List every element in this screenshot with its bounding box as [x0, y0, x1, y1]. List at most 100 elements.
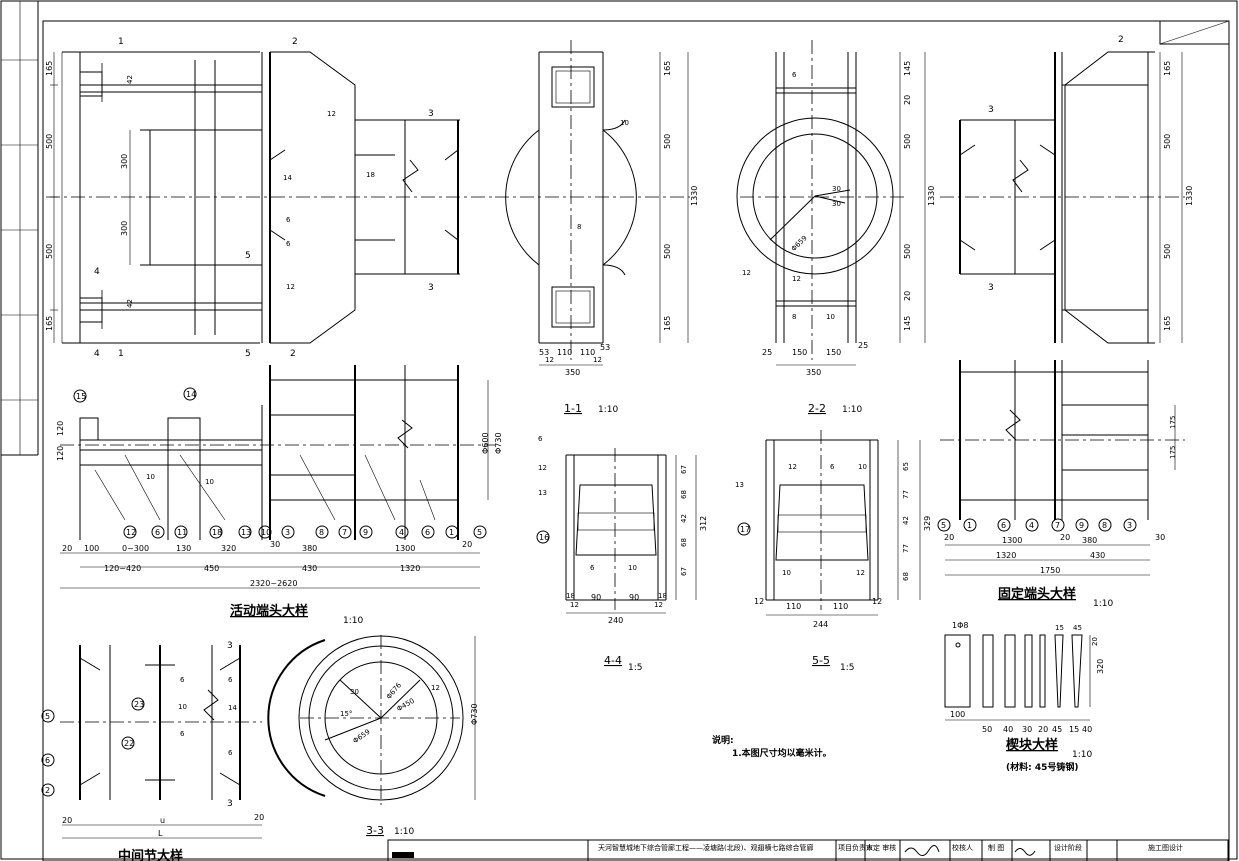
svg-text:18: 18: [658, 592, 667, 600]
svg-text:165: 165: [1163, 61, 1172, 76]
svg-text:3: 3: [988, 105, 994, 115]
svg-text:3: 3: [227, 799, 233, 809]
svg-text:12: 12: [570, 601, 579, 609]
svg-text:10: 10: [620, 119, 629, 127]
svg-text:6: 6: [228, 749, 233, 757]
svg-text:380: 380: [302, 544, 317, 553]
svg-text:45: 45: [1052, 725, 1062, 734]
svg-text:2: 2: [290, 349, 296, 359]
svg-text:22: 22: [124, 739, 134, 748]
svg-text:9: 9: [1079, 521, 1084, 530]
project-name: 天河智慧城地下综合管廊工程——凌塘路(北段)、观翅横七路综合管廊: [598, 843, 813, 852]
svg-text:20: 20: [1091, 637, 1099, 646]
svg-text:120~420: 120~420: [104, 564, 141, 573]
svg-text:130: 130: [176, 544, 191, 553]
title-stage-label: 设计阶段: [1054, 843, 1082, 852]
svg-text:500: 500: [45, 134, 54, 149]
svg-text:10: 10: [628, 564, 637, 572]
svg-text:77: 77: [902, 490, 910, 499]
svg-text:12: 12: [538, 464, 547, 472]
svg-text:12: 12: [327, 110, 336, 118]
svg-text:500: 500: [903, 134, 912, 149]
title-stage: 施工图设计: [1148, 843, 1183, 852]
svg-text:110: 110: [580, 348, 595, 357]
svg-text:53: 53: [600, 343, 610, 352]
title-review: 审定 审核: [866, 843, 896, 852]
svg-text:Φ600: Φ600: [481, 432, 490, 454]
svg-text:2: 2: [292, 37, 298, 47]
title-drawn: 制 图: [988, 843, 1004, 852]
svg-text:12: 12: [286, 283, 295, 291]
svg-text:90: 90: [591, 593, 601, 602]
svg-text:25: 25: [762, 348, 772, 357]
svg-text:77: 77: [902, 544, 910, 553]
svg-text:20: 20: [62, 816, 72, 825]
svg-text:10: 10: [205, 478, 214, 486]
svg-text:6: 6: [180, 730, 185, 738]
svg-text:175: 175: [1169, 416, 1177, 429]
sliding-end-scale: 1:10: [343, 616, 363, 626]
svg-text:30: 30: [832, 200, 841, 208]
svg-text:110: 110: [557, 348, 572, 357]
svg-text:300: 300: [120, 154, 129, 169]
title-block: 天河智慧城地下综合管廊工程——凌塘路(北段)、观翅横七路综合管廊 项目负责人 审…: [387, 839, 1229, 861]
svg-text:Φ450: Φ450: [396, 697, 416, 713]
svg-text:20: 20: [1038, 725, 1048, 734]
svg-text:5: 5: [45, 712, 50, 721]
svg-text:3: 3: [1127, 521, 1132, 530]
svg-text:430: 430: [1090, 551, 1105, 560]
svg-text:4: 4: [94, 349, 100, 359]
svg-text:1330: 1330: [927, 186, 936, 206]
svg-text:18: 18: [212, 528, 222, 537]
svg-text:6: 6: [792, 71, 797, 79]
svg-text:Φ676: Φ676: [385, 681, 404, 701]
svg-text:240: 240: [608, 616, 623, 625]
svg-text:430: 430: [302, 564, 317, 573]
svg-text:145: 145: [903, 316, 912, 331]
binding-strip: [1, 59, 38, 401]
svg-text:30: 30: [350, 688, 359, 696]
svg-text:4: 4: [1029, 521, 1034, 530]
svg-text:6: 6: [228, 676, 233, 684]
section-2-2-scale: 1:10: [842, 405, 862, 415]
svg-text:150: 150: [826, 348, 841, 357]
drawing-frame: [42, 20, 1230, 861]
svg-text:42: 42: [680, 514, 688, 523]
svg-text:10: 10: [261, 528, 271, 537]
svg-text:30: 30: [832, 185, 841, 193]
title-check: 校核人: [952, 843, 973, 852]
svg-text:12: 12: [593, 356, 602, 364]
svg-text:20: 20: [62, 544, 72, 553]
svg-text:15: 15: [76, 392, 86, 401]
svg-text:300: 300: [120, 221, 129, 236]
svg-text:42: 42: [126, 299, 134, 308]
svg-text:3: 3: [428, 283, 434, 293]
svg-text:6: 6: [538, 435, 543, 443]
section-5-5-title: 5-5: [812, 654, 830, 667]
svg-text:12: 12: [742, 269, 751, 277]
svg-text:42: 42: [126, 75, 134, 84]
svg-text:Φ730: Φ730: [494, 432, 503, 454]
svg-text:4: 4: [399, 528, 404, 537]
svg-text:12: 12: [126, 528, 136, 537]
view-fixed-end-plan: 165 500 500 165 1330 23 3: [940, 35, 1194, 344]
svg-text:68: 68: [680, 490, 688, 499]
svg-text:7: 7: [342, 528, 347, 537]
svg-text:17: 17: [740, 525, 750, 534]
wedge-material: (材料: 45号铸钢): [1006, 761, 1078, 773]
svg-text:350: 350: [806, 368, 821, 377]
notes: 说明: 1.本图尺寸均以毫米计。: [712, 734, 832, 759]
svg-text:18: 18: [566, 592, 575, 600]
section-3-3-scale: 1:10: [394, 827, 414, 837]
svg-text:40: 40: [1003, 725, 1013, 734]
svg-text:3: 3: [988, 283, 994, 293]
svg-text:165: 165: [663, 316, 672, 331]
svg-text:1300: 1300: [395, 544, 415, 553]
svg-text:2: 2: [1118, 35, 1124, 45]
